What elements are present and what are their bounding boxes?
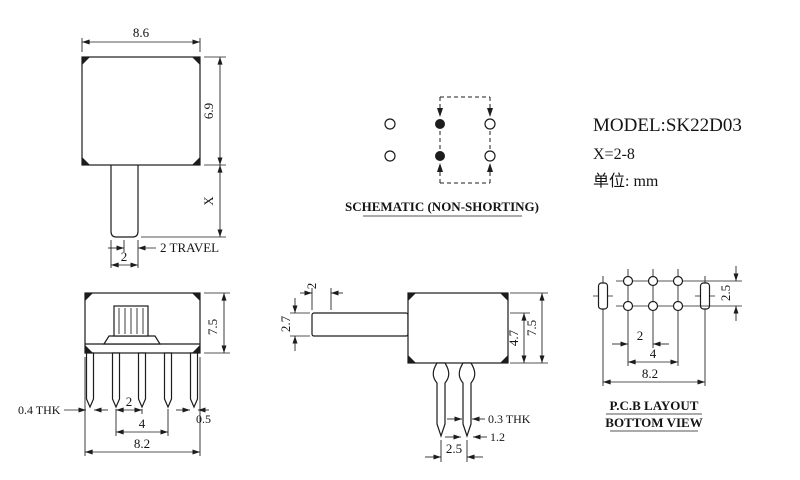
unit-note: 单位: mm bbox=[593, 172, 659, 190]
side-view-dimensions bbox=[290, 288, 548, 462]
dim-body-height: 4.7 bbox=[506, 329, 521, 346]
dim-stem-width: 2 bbox=[121, 249, 128, 264]
top-view: 8.6 6.9 X 2 TRAVEL 2 bbox=[81, 25, 226, 268]
pcb-hole bbox=[672, 275, 684, 287]
dim-pin-thickness: 0.3 THK bbox=[488, 412, 531, 426]
side-body-outline bbox=[407, 292, 509, 364]
knob-hatching bbox=[118, 308, 144, 334]
terminal-pins bbox=[85, 352, 199, 409]
dim-body-width: 8.2 bbox=[134, 436, 150, 451]
front-view-dimensions bbox=[64, 292, 230, 456]
side-actuator-stem bbox=[311, 312, 409, 337]
actuator-stem bbox=[110, 165, 139, 238]
dim-top-width: 8.6 bbox=[133, 25, 150, 40]
mounting-slot bbox=[597, 282, 609, 310]
schematic-view: SCHEMATIC (NON-SHORTING) bbox=[345, 96, 539, 217]
top-view-dimensions bbox=[81, 38, 226, 268]
dim-travel: 2 TRAVEL bbox=[160, 240, 219, 255]
knob-base bbox=[102, 335, 162, 345]
switch-body-outline bbox=[81, 56, 201, 166]
pcb-hole bbox=[647, 275, 659, 287]
dim-total-height: 7.5 bbox=[524, 320, 539, 336]
side-view: 2 2.7 4.7 7.5 0.3 THK 1.2 2.5 bbox=[278, 283, 548, 462]
dim-shaft-length: X bbox=[201, 196, 216, 206]
pcb-layout-title: P.C.B LAYOUT bbox=[610, 398, 699, 413]
contact-pin bbox=[484, 150, 496, 162]
x-range: X=2-8 bbox=[593, 146, 635, 163]
slider-dashed-path bbox=[437, 96, 493, 184]
corner-marks bbox=[85, 293, 200, 353]
pcb-layout-view: 2.5 2 4 8.2 P.C.B LAYOUT BOTTOM VIEW bbox=[593, 266, 742, 432]
dim-pin-thickness: 0.4 THK bbox=[18, 403, 61, 417]
corner-marks bbox=[408, 293, 508, 363]
pcb-hole bbox=[672, 300, 684, 312]
dim-hole-pitch: 2 bbox=[637, 328, 644, 343]
corner-marks bbox=[82, 57, 200, 165]
common-pin bbox=[435, 119, 445, 129]
dim-side-travel: 2 bbox=[304, 283, 319, 290]
title-block: MODEL:SK22D03 X=2-8 单位: mm bbox=[593, 115, 742, 190]
dim-front-height: 7.5 bbox=[205, 319, 220, 335]
dim-row-pitch: 2.5 bbox=[718, 285, 733, 301]
contact-pin bbox=[384, 118, 396, 130]
pcb-hole bbox=[622, 275, 634, 287]
mounting-slot bbox=[699, 282, 711, 310]
pcb-hole bbox=[647, 300, 659, 312]
dim-pin-span: 4 bbox=[139, 416, 146, 431]
dim-stem-height: 2.7 bbox=[278, 315, 293, 332]
dim-pin-offset: 0.5 bbox=[196, 412, 211, 426]
pcb-hole bbox=[622, 300, 634, 312]
contact-pin bbox=[484, 118, 496, 130]
dim-pin-pitch: 2.5 bbox=[446, 441, 462, 456]
common-pin bbox=[435, 151, 445, 161]
dim-top-height: 6.9 bbox=[201, 103, 216, 119]
dim-pin-pitch: 2 bbox=[126, 394, 133, 409]
dim-slot-span: 8.2 bbox=[642, 366, 658, 381]
pcb-layout-subtitle: BOTTOM VIEW bbox=[605, 415, 702, 430]
contact-pin bbox=[384, 150, 396, 162]
dim-pin-width: 1.2 bbox=[490, 430, 505, 444]
pcb-dimensions bbox=[602, 266, 742, 386]
model-number: MODEL:SK22D03 bbox=[593, 115, 742, 136]
bent-pins bbox=[432, 362, 476, 438]
schematic-label: SCHEMATIC (NON-SHORTING) bbox=[345, 199, 539, 214]
front-view: 0.4 THK 2 0.5 4 8.2 7.5 bbox=[18, 292, 230, 456]
dim-hole-span: 4 bbox=[650, 346, 657, 361]
